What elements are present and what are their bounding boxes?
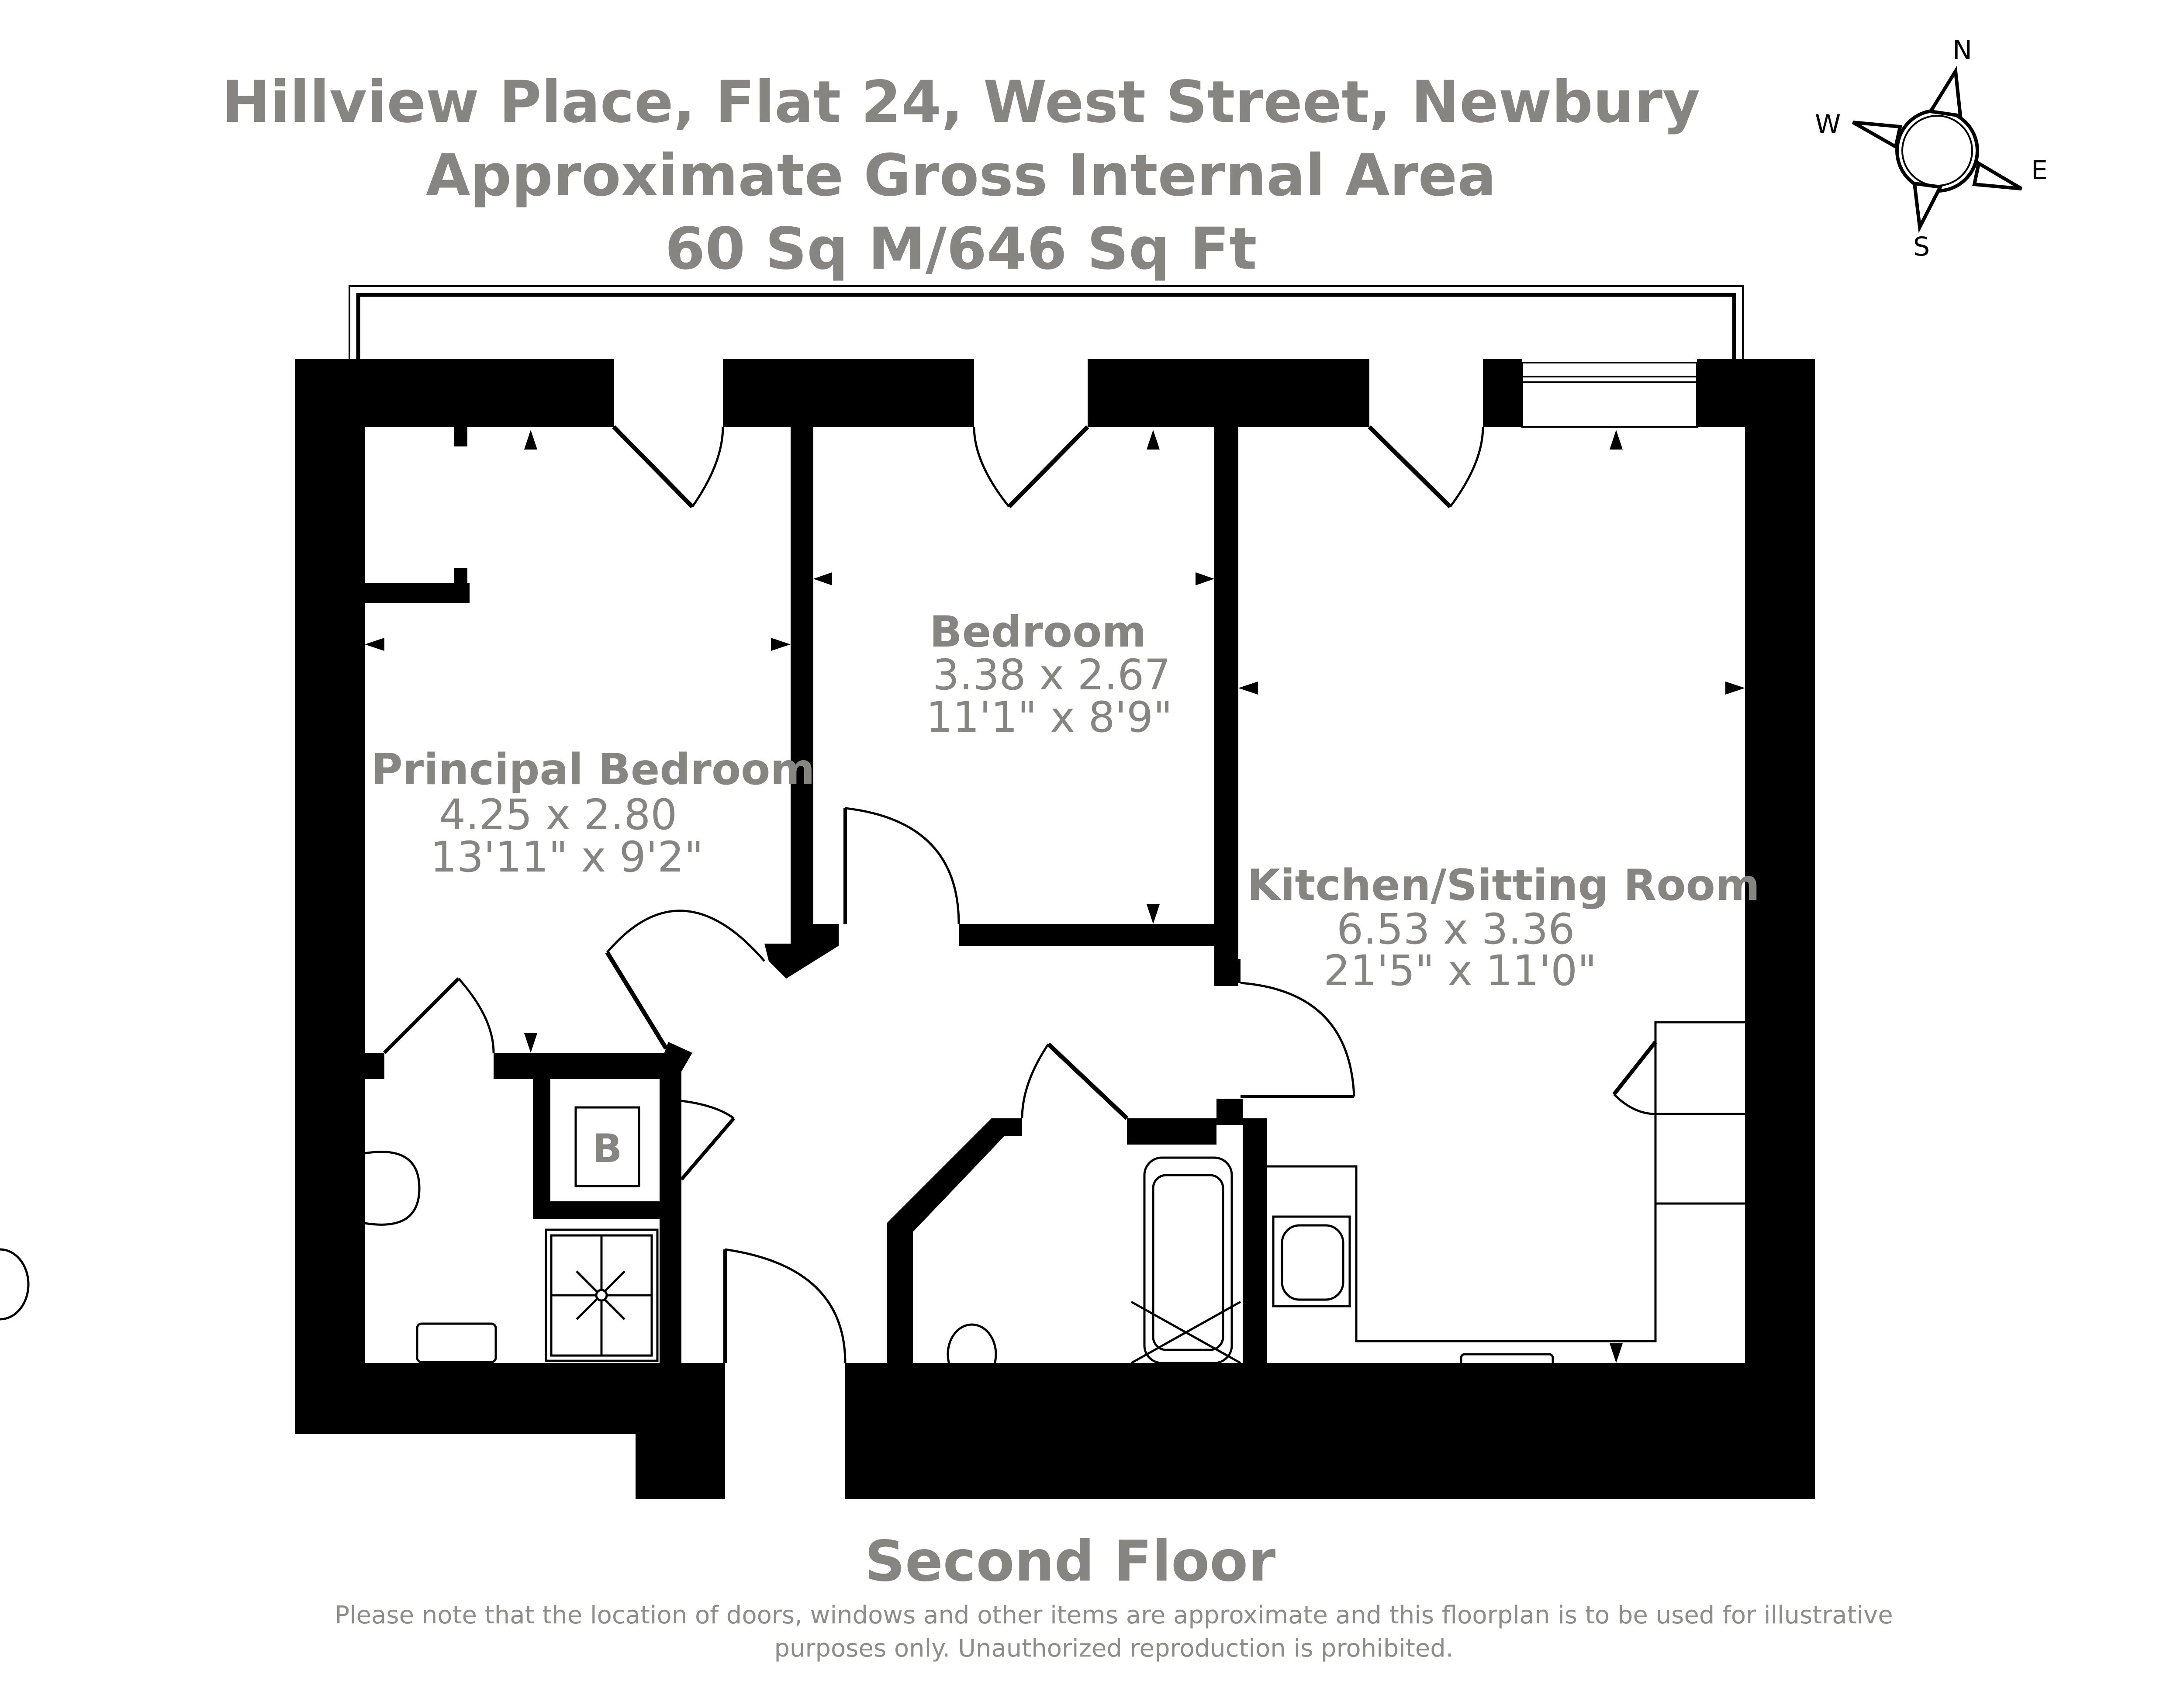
area-label: Approximate Gross Internal Area — [425, 142, 1496, 209]
bedroom-name: Bedroom — [930, 607, 1146, 657]
bedroom-metric: 3.38 x 2.67 — [933, 650, 1171, 699]
room-label-bedroom: Bedroom 3.38 x 2.67 11'1" x 8'9" — [926, 607, 1172, 742]
disclaimer: Please note that the location of doors, … — [284, 1599, 1944, 1665]
window — [1521, 362, 1698, 428]
doors — [383, 425, 1657, 1363]
disclaimer-line-2: purposes only. Unauthorized reproduction… — [774, 1634, 1454, 1663]
bathroom-fixtures — [0, 1151, 1241, 1417]
principal-bedroom-metric: 4.25 x 2.80 — [439, 790, 677, 839]
room-label-kitchen-sitting-room: Kitchen/Sitting Room 6.53 x 3.36 21'5" x… — [1247, 861, 1760, 995]
compass-rose-icon: N E S W — [1815, 35, 2048, 262]
disclaimer-line-1: Please note that the location of doors, … — [335, 1601, 1893, 1629]
property-address: Hillview Place, Flat 24, West Street, Ne… — [221, 69, 1700, 136]
bedroom-imperial: 11'1" x 8'9" — [926, 693, 1172, 742]
compass-east-label: E — [2031, 155, 2048, 186]
compass-west-label: W — [1815, 109, 1841, 140]
exterior-walls — [295, 359, 1815, 1499]
balcony-outline — [349, 285, 1744, 359]
principal-bedroom-name: Principal Bedroom — [371, 745, 815, 795]
dimension-markers — [365, 430, 1745, 1363]
area-value: 60 Sq M/646 Sq Ft — [665, 215, 1257, 283]
floorplan-header: Hillview Place, Flat 24, West Street, Ne… — [0, 66, 1922, 286]
kitchen-sitting-metric: 6.53 x 3.36 — [1337, 905, 1575, 954]
compass-north-label: N — [1952, 35, 1972, 66]
principal-bedroom-imperial: 13'11" x 9'2" — [430, 833, 703, 882]
kitchen-sitting-imperial: 21'5" x 11'0" — [1324, 946, 1597, 995]
room-label-principal-bedroom: Principal Bedroom 4.25 x 2.80 13'11" x 9… — [371, 745, 815, 882]
kitchen-sitting-name: Kitchen/Sitting Room — [1247, 861, 1760, 910]
kitchen-units — [1267, 1021, 1745, 1429]
boiler-label: B — [592, 1126, 622, 1172]
interior-walls — [365, 427, 1267, 1363]
floor-label: Second Floor — [864, 1529, 1276, 1594]
compass-south-label: S — [1913, 232, 1930, 262]
boiler-cupboard: B — [574, 1106, 640, 1187]
